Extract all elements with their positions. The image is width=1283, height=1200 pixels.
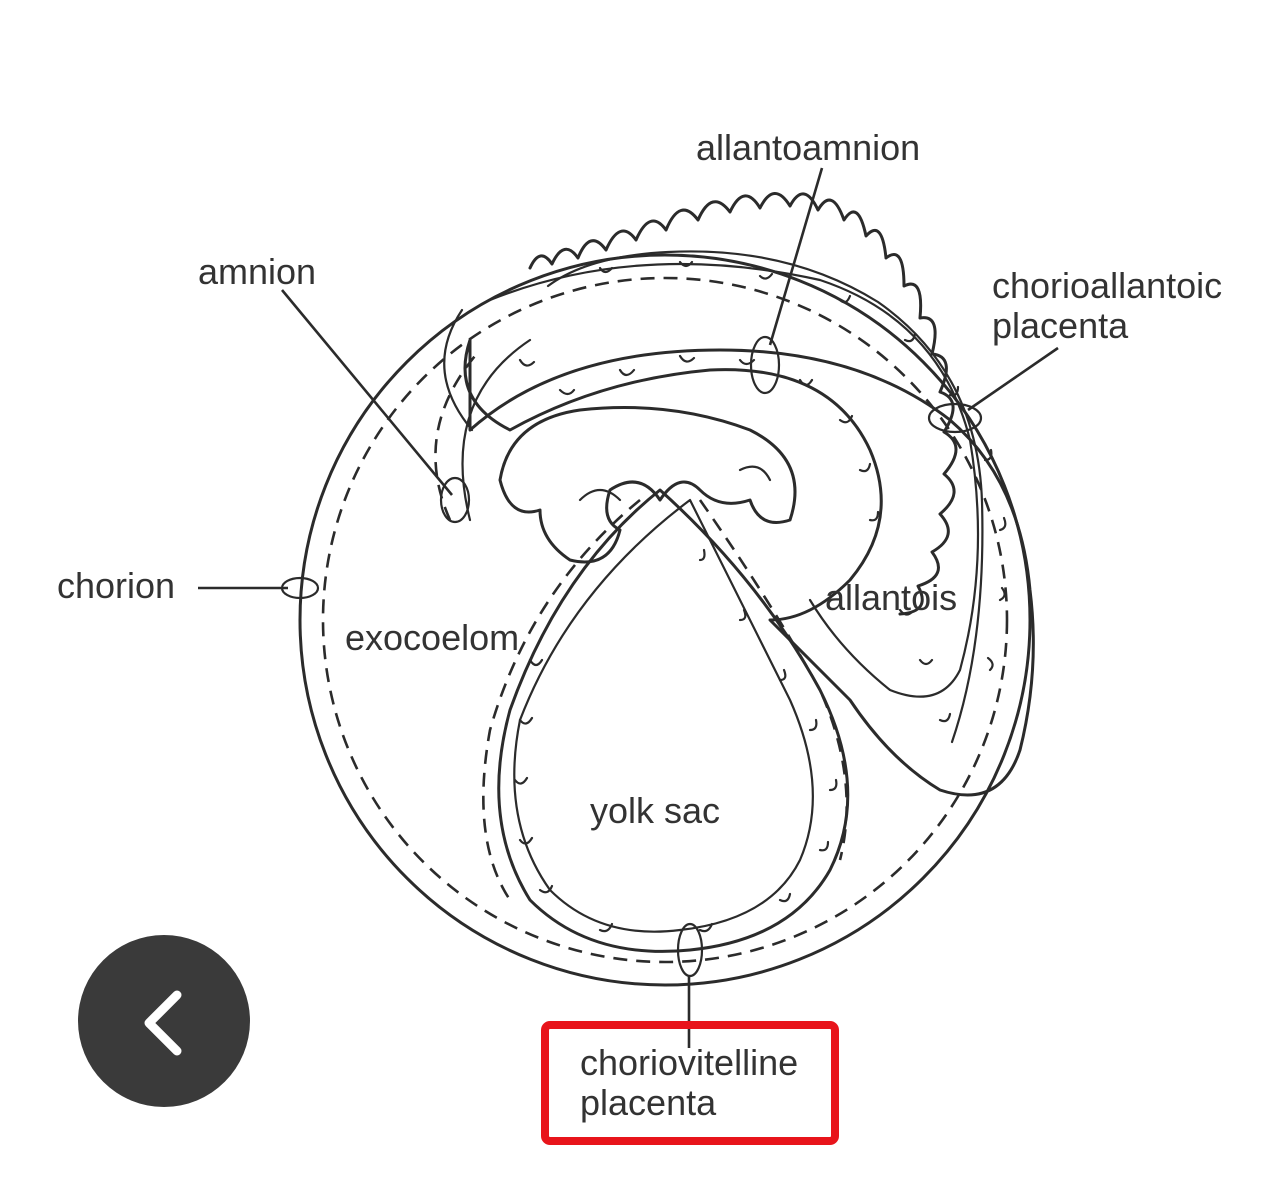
label-allantoamnion: allantoamnion [696,127,920,168]
amnion-layer [434,338,532,524]
label-exocoelom: exocoelom [345,617,519,658]
label-chorion: chorion [57,565,175,606]
chorion-wall [298,253,1032,987]
back-button[interactable] [78,935,250,1107]
chorionic-villi [528,192,1007,744]
embryo-body [498,406,797,564]
label-choriovitelline: choriovitelline [580,1042,798,1083]
label-allantois: allantois [825,577,957,618]
allantois-band [443,262,1035,797]
yolk-sac [482,488,850,978]
label-yolk-sac: yolk sac [590,790,720,831]
label-chorioallantoic: chorioallantoic [992,265,1222,306]
label-amnion: amnion [198,251,316,292]
chevron-left-icon [144,990,182,1056]
leader-lines [198,167,1059,1048]
highlight-box [541,1021,839,1145]
label-chorioallantoic-placenta: placenta [992,305,1129,346]
label-choriovitelline-placenta: placenta [580,1082,717,1123]
